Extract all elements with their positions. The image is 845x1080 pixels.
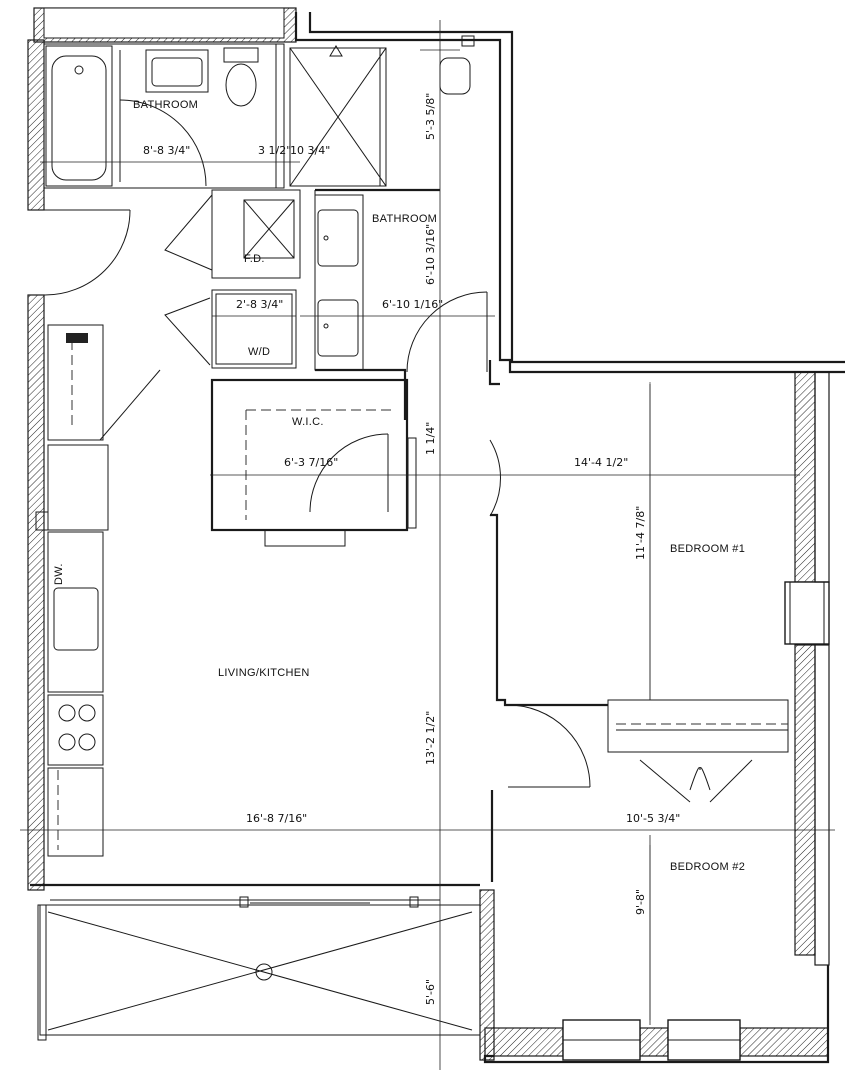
exterior-walls (27, 7, 845, 1064)
bathroom-1-label: BATHROOM (133, 99, 198, 111)
kitchen: DW. (35, 324, 161, 857)
bedroom-closet (607, 699, 789, 803)
dim-gap-a: 3 1/2" (258, 144, 291, 157)
living-label: LIVING/KITCHEN (218, 667, 310, 679)
living-area: LIVING/KITCHEN (218, 360, 608, 882)
dimension-texts: 8'-8 3/4" 3 1/2" 10 3/4" 5'-3 5/8" 6'-10… (143, 93, 680, 1005)
wd-label: W/D (248, 346, 270, 358)
dim-shower-width: 10 3/4" (290, 144, 330, 157)
dim-bed1-width: 14'-4 1/2" (574, 456, 628, 469)
dim-bed2-width: 10'-5 3/4" (626, 812, 680, 825)
fd-label: F.D. (244, 253, 265, 265)
balcony (30, 883, 481, 1041)
shower (289, 45, 387, 187)
dw-label: DW. (53, 563, 65, 585)
dim-bed1-height: 11'-4 7/8" (634, 506, 647, 560)
dim-wd-width: 2'-8 3/4" (236, 298, 283, 311)
wic-label: W.I.C. (292, 416, 324, 428)
toilet-right (439, 35, 475, 95)
dim-wall-thk: 1 1/4" (424, 422, 437, 455)
bedroom-1: BEDROOM #1 (649, 382, 745, 700)
dim-bath-height: 5'-3 5/8" (424, 93, 437, 140)
bedroom-2: BEDROOM #2 (649, 845, 745, 1020)
dim-balcony-height: 5'-6" (424, 979, 437, 1005)
dimension-lines (20, 20, 835, 1070)
dim-bath2-width: 6'-10 1/16" (382, 298, 443, 311)
bathroom-1: BATHROOM (43, 43, 285, 296)
walk-in-closet: W.I.C. (210, 378, 417, 547)
dim-wic-width: 6'-3 7/16" (284, 456, 338, 469)
bathroom-2-label: BATHROOM (372, 213, 437, 225)
bathroom-2: BATHROOM (314, 188, 488, 420)
dim-living-height: 13'-2 1/2" (424, 711, 437, 765)
dim-living-width: 16'-8 7/16" (246, 812, 307, 825)
dim-bath1-width: 8'-8 3/4" (143, 144, 190, 157)
dim-bed2-height: 9'-8" (634, 889, 647, 915)
dim-bath2-height: 6'-10 3/16" (424, 224, 437, 285)
bedroom-2-label: BEDROOM #2 (670, 861, 745, 873)
bedroom-1-label: BEDROOM #1 (670, 543, 745, 555)
utility: F.D. W/D (164, 189, 301, 369)
